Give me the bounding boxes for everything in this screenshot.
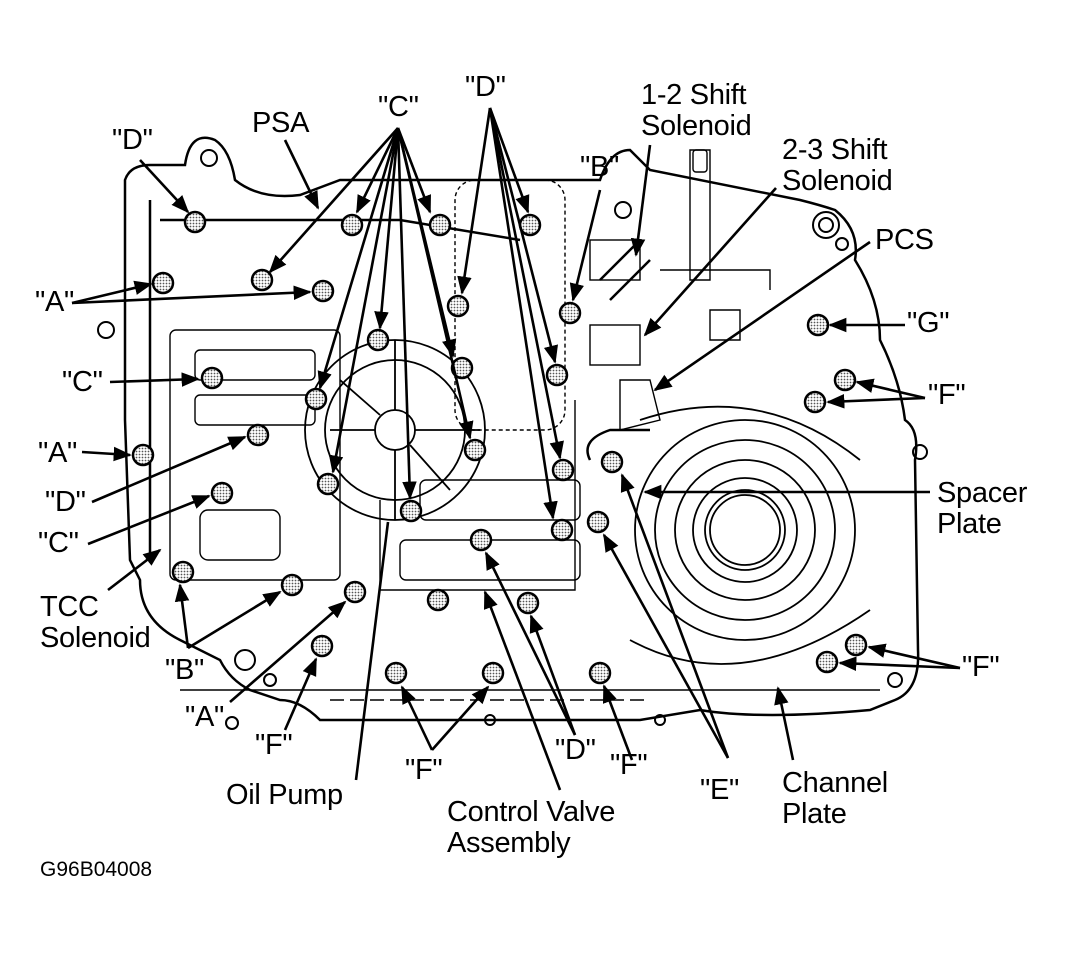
label-d-top-left: "D" <box>112 124 153 156</box>
label-f-left: "F" <box>255 729 293 761</box>
label-line: Plate <box>782 798 847 830</box>
label-f-right-upper: "F" <box>928 379 966 411</box>
label-oil-pump: Oil Pump <box>226 779 343 811</box>
label-psa: PSA <box>252 107 310 139</box>
label-a-upper: "A" <box>35 286 75 318</box>
label-g: "G" <box>907 307 950 339</box>
label-c-top: "C" <box>378 91 419 123</box>
label-line: Channel <box>782 767 888 799</box>
label-e: "E" <box>700 774 740 806</box>
label-c-mid: "C" <box>62 366 103 398</box>
bolt <box>131 210 868 685</box>
label-a-low: "A" <box>185 701 225 733</box>
leader-arrows <box>71 107 961 791</box>
label-line: Solenoid <box>641 110 752 142</box>
label-line: Solenoid <box>782 165 893 197</box>
label-line: Assembly <box>447 827 571 859</box>
label-d-top: "D" <box>465 71 506 103</box>
label-control-valve-assembly: Control Valve Assembly <box>447 797 615 859</box>
label-line: 1-2 Shift <box>641 79 747 111</box>
label-f-bottom-right: "F" <box>610 749 648 781</box>
label-spacer-plate: Spacer Plate <box>937 478 1027 540</box>
label-2-3-shift-solenoid: 2-3 Shift Solenoid <box>782 134 893 197</box>
label-channel-plate: Channel Plate <box>782 768 888 830</box>
mounting-ears <box>97 149 928 730</box>
label-tcc-solenoid: TCC Solenoid <box>40 591 151 654</box>
label-1-2-shift-solenoid: 1-2 Shift Solenoid <box>641 79 752 142</box>
label-line: Solenoid <box>40 622 151 654</box>
label-c-low: "C" <box>38 527 79 559</box>
channel-plate-rings <box>629 405 871 665</box>
label-line: 2-3 Shift <box>782 134 888 166</box>
figure-code: G96B04008 <box>40 858 153 881</box>
label-line: Control Valve <box>447 796 616 828</box>
label-f-bottom: "F" <box>405 754 443 786</box>
label-pcs: PCS <box>875 224 934 256</box>
label-f-right-lower: "F" <box>962 651 1000 683</box>
label-d-mid: "D" <box>45 486 86 518</box>
label-line: Spacer <box>937 477 1028 509</box>
label-b-low: "B" <box>165 654 205 686</box>
label-b-top: "B" <box>580 151 620 183</box>
bolts <box>131 210 868 685</box>
label-line: TCC <box>40 591 99 623</box>
label-line: Plate <box>937 508 1002 540</box>
label-a-mid: "A" <box>38 437 78 469</box>
label-d-bottom: "D" <box>555 734 596 766</box>
